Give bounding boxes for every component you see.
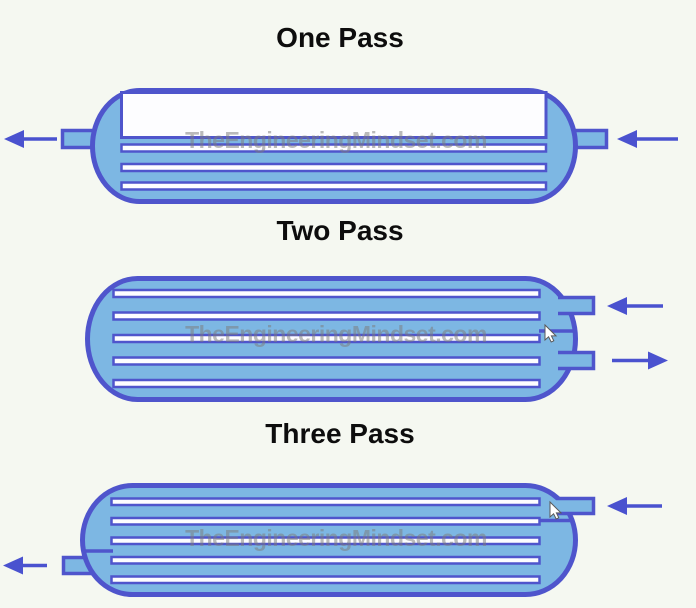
tube — [112, 311, 541, 321]
mouse-cursor-icon — [544, 323, 558, 343]
tube — [110, 497, 541, 507]
tube — [112, 333, 541, 344]
tube — [112, 288, 541, 299]
section-title-one-pass: One Pass — [276, 22, 404, 53]
one-pass-exchanger — [4, 88, 678, 204]
tube — [120, 143, 548, 153]
one-pass-right-nozzle — [571, 128, 609, 150]
tube — [120, 181, 548, 191]
tube — [110, 575, 541, 585]
two-pass-outlet-nozzle — [558, 350, 596, 371]
section-title-three-pass: Three Pass — [265, 418, 415, 449]
left-arrow-icon — [607, 497, 662, 515]
three-pass-inlet-nozzle — [556, 496, 596, 516]
tube — [112, 378, 541, 389]
tube — [112, 356, 541, 366]
two-pass-exchanger — [85, 276, 668, 402]
two-pass-inlet-nozzle — [558, 295, 596, 316]
tube — [110, 516, 541, 526]
one-pass-left-nozzle — [60, 128, 97, 150]
left-arrow-icon — [617, 130, 678, 148]
left-arrow-icon — [607, 297, 663, 315]
mouse-cursor-icon — [549, 500, 563, 520]
one-pass-upper-chamber — [120, 91, 548, 139]
three-pass-exchanger — [3, 483, 662, 597]
right-arrow-icon — [612, 351, 668, 370]
tube — [110, 555, 541, 565]
tube — [110, 536, 541, 546]
left-arrow-icon — [4, 130, 57, 148]
tube — [120, 162, 548, 173]
section-title-two-pass: Two Pass — [276, 215, 404, 246]
left-arrow-icon — [3, 556, 47, 575]
